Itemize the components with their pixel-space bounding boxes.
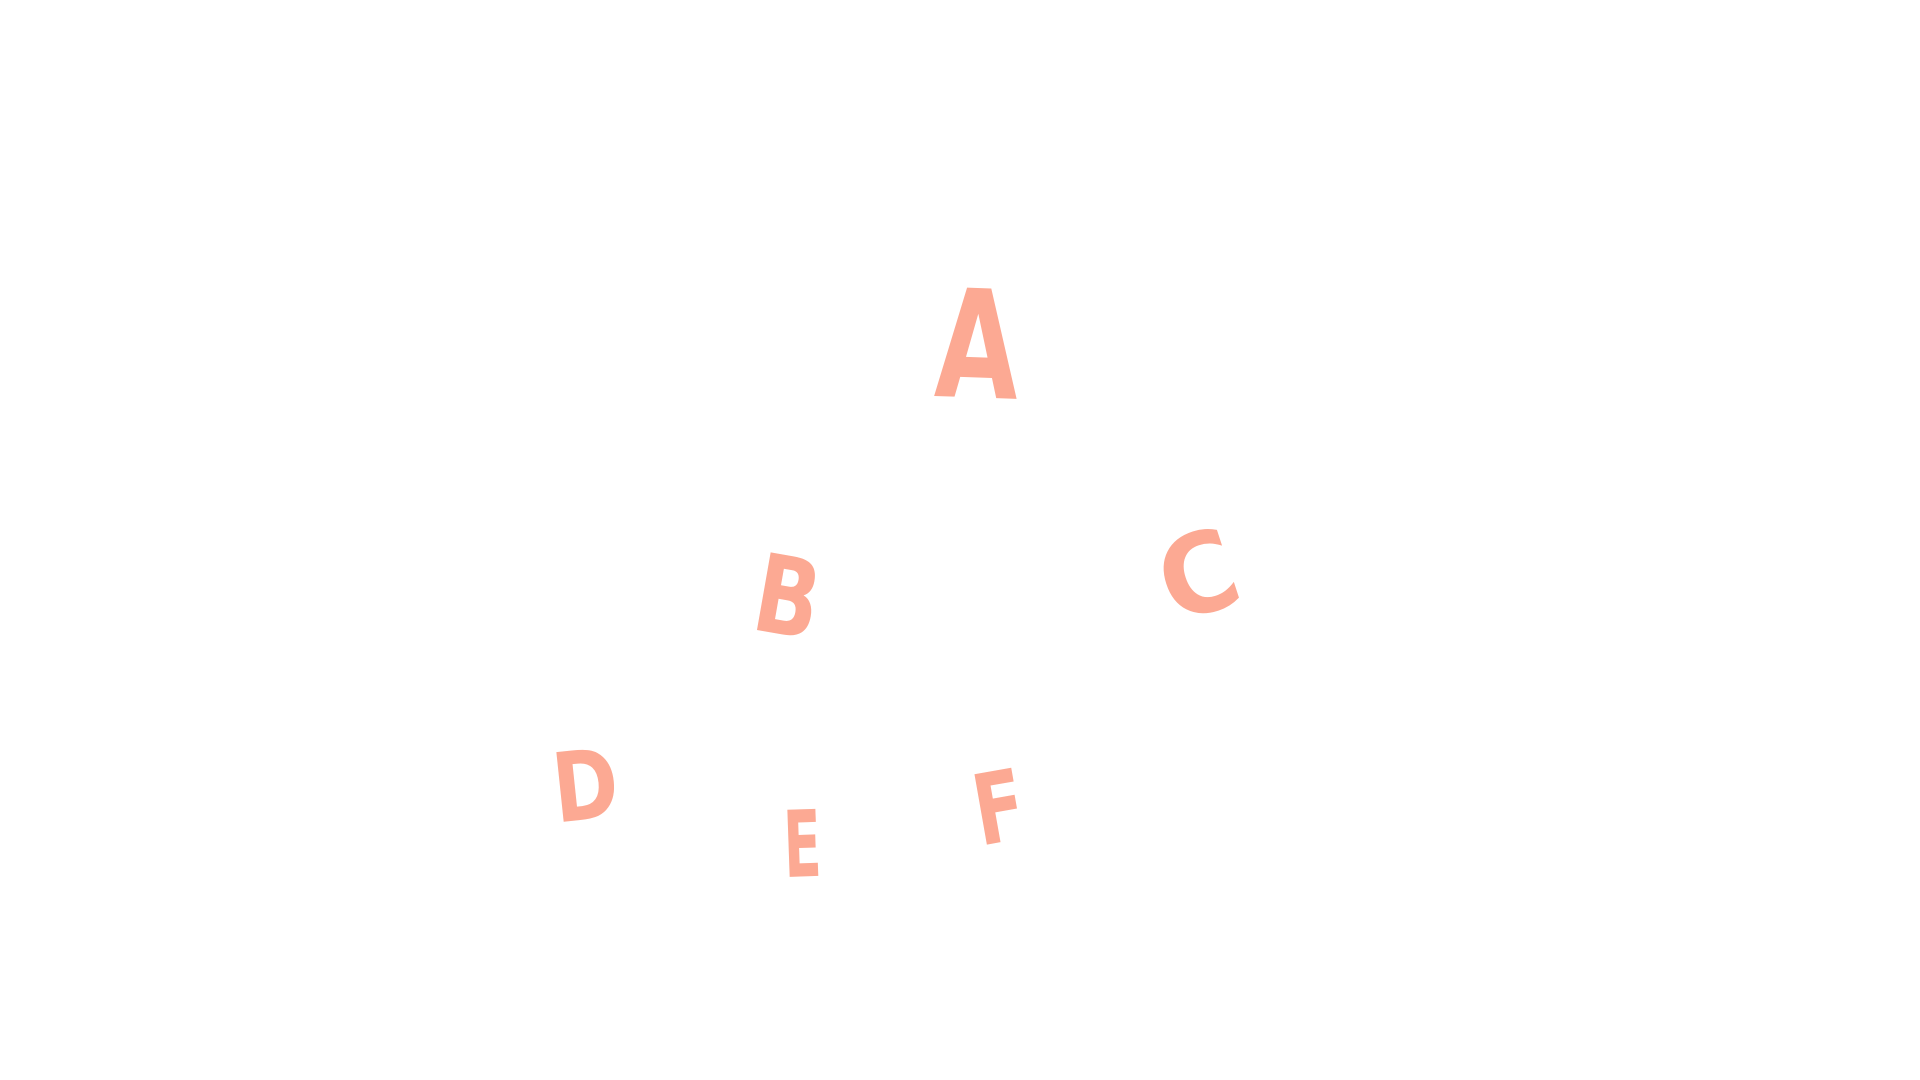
letter-c: C (1142, 502, 1255, 649)
letter-b: B (744, 531, 830, 666)
letter-e: E (781, 790, 824, 899)
letter-d: D (547, 727, 624, 846)
letter-f: F (964, 748, 1034, 870)
letter-a: A (932, 258, 1022, 435)
